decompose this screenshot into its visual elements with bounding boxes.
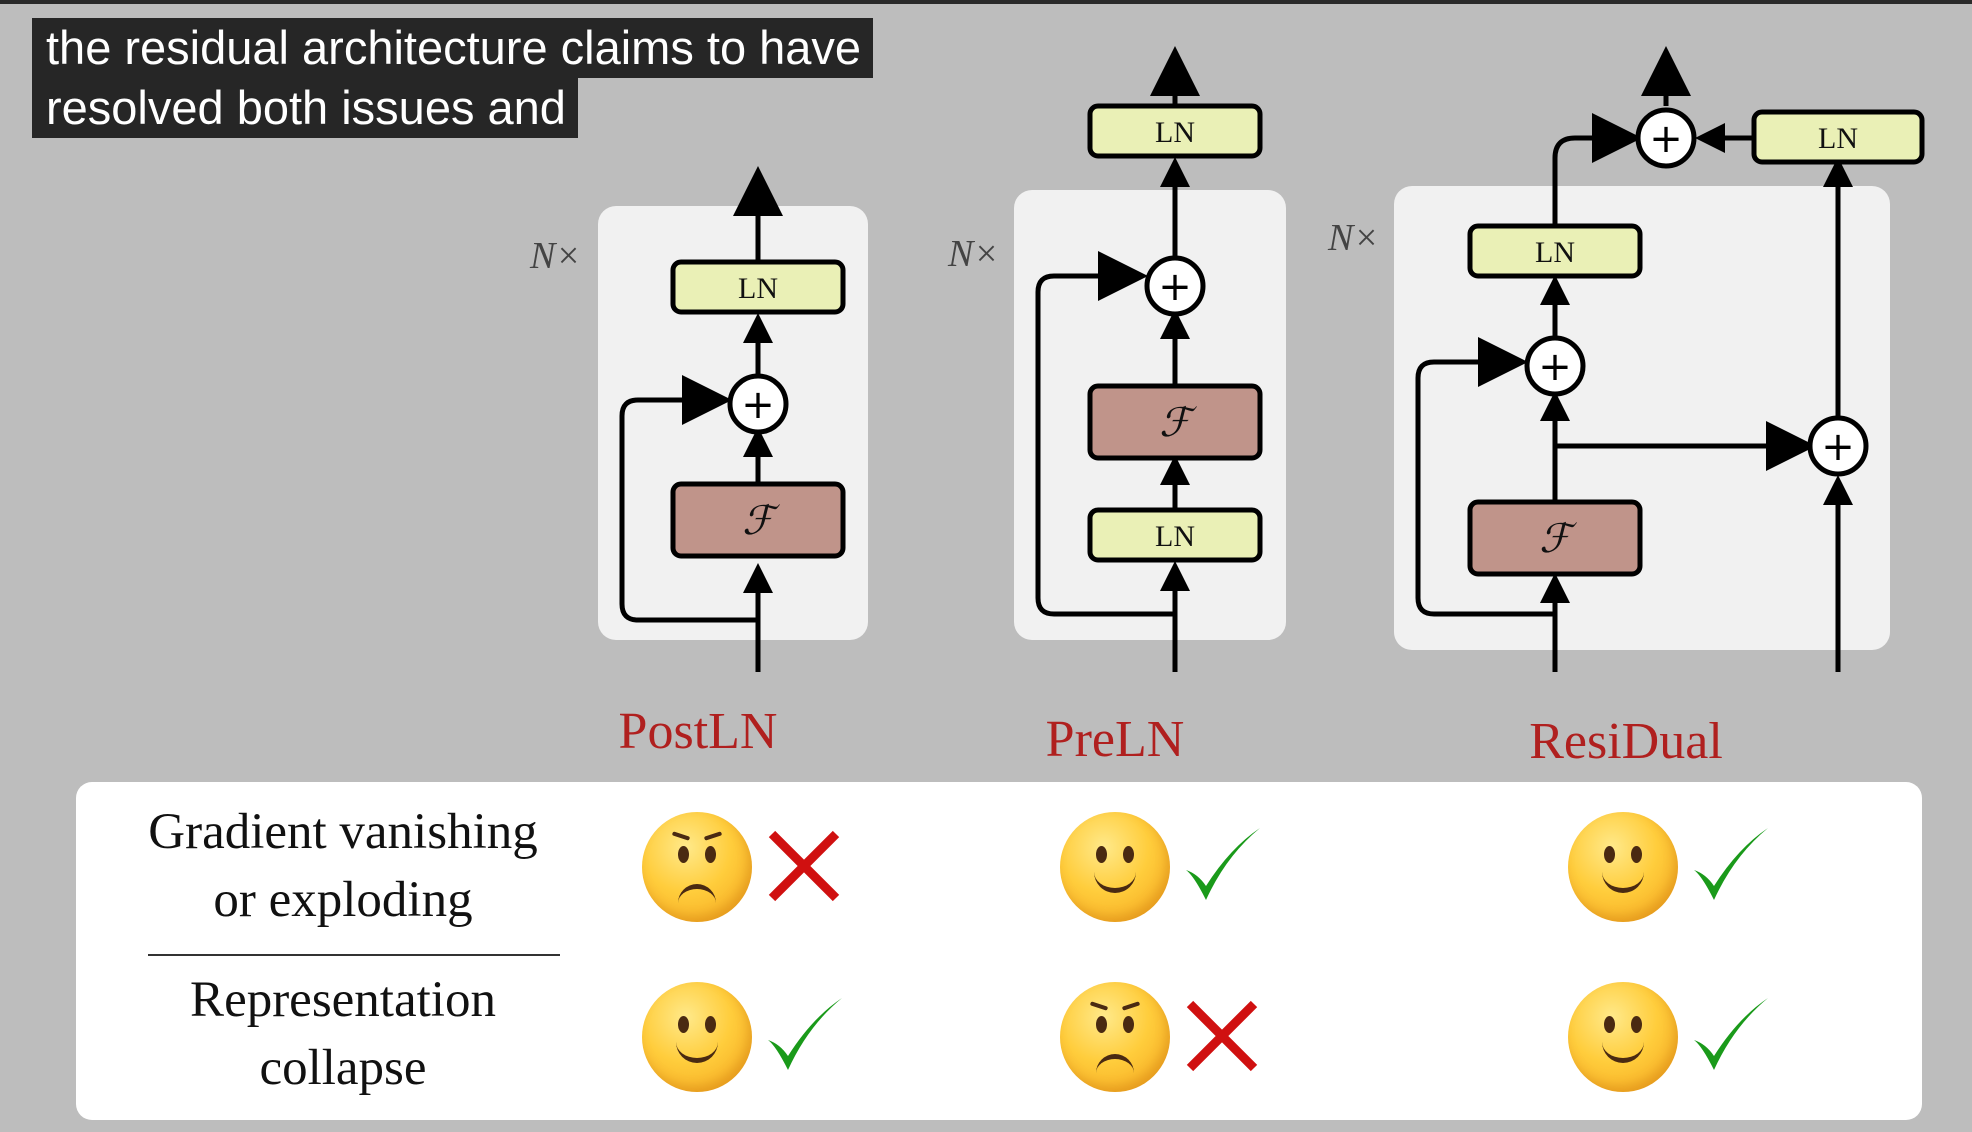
svg-text:+: + bbox=[1158, 264, 1192, 310]
preln-add-node bbox=[1144, 255, 1206, 317]
preln-ln-lower-label: LN bbox=[1155, 520, 1195, 553]
residual-add-node-top bbox=[1635, 107, 1697, 169]
row-separator bbox=[148, 954, 560, 956]
video-caption: the residual architecture claims to have… bbox=[32, 18, 874, 138]
preln-ln-upper-label: LN bbox=[1155, 116, 1195, 149]
top-bar bbox=[0, 0, 1972, 4]
postln-add-node bbox=[727, 373, 789, 435]
residual-add-node-right bbox=[1807, 415, 1869, 477]
preln-f-box bbox=[1087, 383, 1263, 461]
preln-repeat-label: N× bbox=[947, 233, 999, 275]
residual-ln-box-left bbox=[1467, 223, 1643, 279]
svg-text:+: + bbox=[1649, 116, 1683, 162]
residual-f-box bbox=[1467, 499, 1643, 577]
architecture-diagrams: N× ℱ + LN PostLN N× LN ℱ + LN PreLN bbox=[529, 46, 1925, 770]
preln-ln-box-upper bbox=[1087, 103, 1263, 159]
postln-title: PostLN bbox=[619, 703, 778, 760]
svg-text:+: + bbox=[1538, 344, 1572, 390]
preln-title: PreLN bbox=[1046, 711, 1185, 768]
smiling-face-icon bbox=[642, 982, 752, 1092]
svg-text:+: + bbox=[1821, 424, 1855, 470]
smiling-face-icon bbox=[1568, 982, 1678, 1092]
residual-repeat-label: N× bbox=[1327, 217, 1379, 259]
check-mark-icon bbox=[768, 998, 842, 1070]
row-label-collapse-line2: collapse bbox=[259, 1040, 427, 1096]
row-label-gradient-line2: or exploding bbox=[213, 872, 473, 928]
preln-ln-box-lower bbox=[1087, 507, 1263, 563]
worried-face-icon bbox=[642, 812, 752, 922]
postln-diagram: N× ℱ + LN PostLN bbox=[529, 166, 868, 760]
residual-title: ResiDual bbox=[1529, 713, 1723, 770]
residual-ln-left-label: LN bbox=[1535, 236, 1575, 269]
cross-mark-icon bbox=[1186, 1000, 1258, 1072]
smiling-face-icon bbox=[1060, 812, 1170, 922]
caption-line-2: resolved both issues and bbox=[32, 78, 578, 138]
row-label-gradient-line1: Gradient vanishing bbox=[148, 804, 538, 860]
smiling-face-icon bbox=[1568, 812, 1678, 922]
postln-f-box bbox=[670, 481, 846, 559]
cross-mark-icon bbox=[768, 830, 840, 902]
caption-line-1: the residual architecture claims to have bbox=[32, 18, 874, 78]
check-mark-icon bbox=[1694, 998, 1768, 1070]
check-mark-icon bbox=[1694, 828, 1768, 900]
check-mark-icon bbox=[1186, 828, 1260, 900]
preln-diagram: N× LN ℱ + LN PreLN bbox=[947, 46, 1286, 768]
row-label-collapse: Representation collapse bbox=[108, 966, 578, 1102]
residual-add-node-inner bbox=[1524, 335, 1586, 397]
postln-repeat-label: N× bbox=[529, 235, 581, 277]
row-label-collapse-line1: Representation bbox=[190, 972, 496, 1028]
postln-ln-label: LN bbox=[738, 272, 778, 305]
residual-diagram: N× ℱ + LN + LN + ResiDual bbox=[1327, 46, 1925, 770]
svg-text:+: + bbox=[741, 382, 775, 428]
worried-face-icon bbox=[1060, 982, 1170, 1092]
row-label-gradient: Gradient vanishing or exploding bbox=[108, 798, 578, 934]
residual-ln-box-right bbox=[1751, 109, 1925, 165]
postln-ln-box bbox=[670, 259, 846, 315]
residual-ln-right-label: LN bbox=[1818, 122, 1858, 155]
